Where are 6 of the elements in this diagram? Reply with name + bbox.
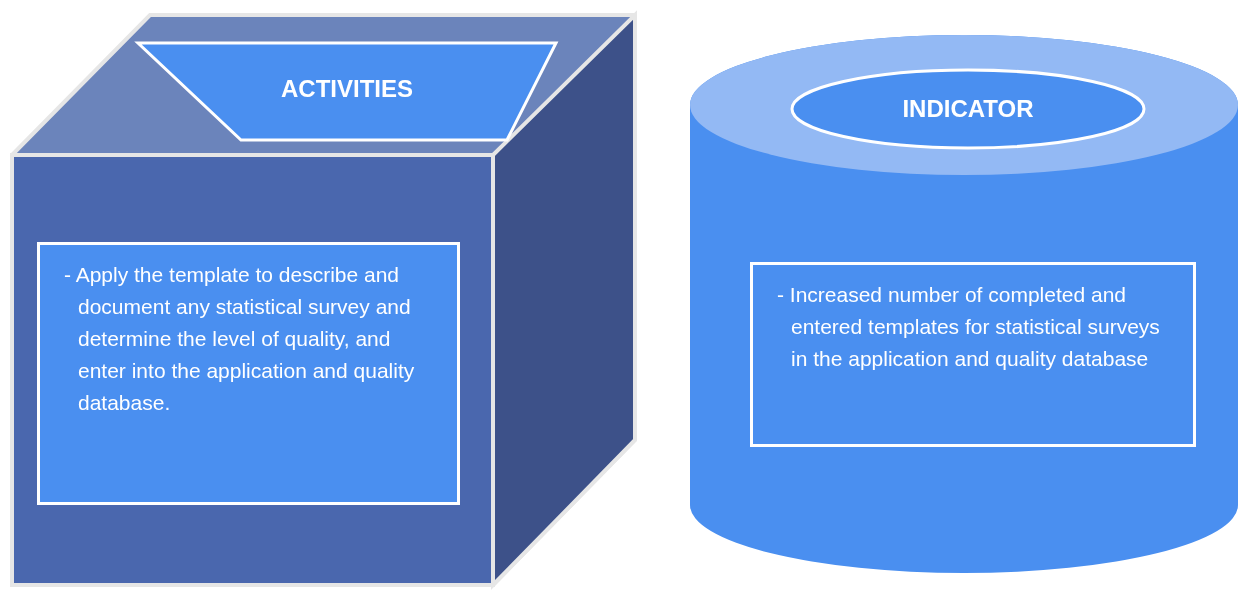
text-box: [37, 242, 460, 505]
description-text: - Apply the template to describe and document any statistical survey and determine the level of quality, and enter into the application and quality database.: [63, 262, 416, 416]
description-text: - Increased number of completed and entered templates for statistical surveys in the application and quality database: [776, 282, 1161, 372]
text-box: [750, 262, 1196, 447]
heading-text: INDICATOR: [902, 95, 1034, 123]
heading-text: ACTIVITIES: [281, 74, 413, 103]
